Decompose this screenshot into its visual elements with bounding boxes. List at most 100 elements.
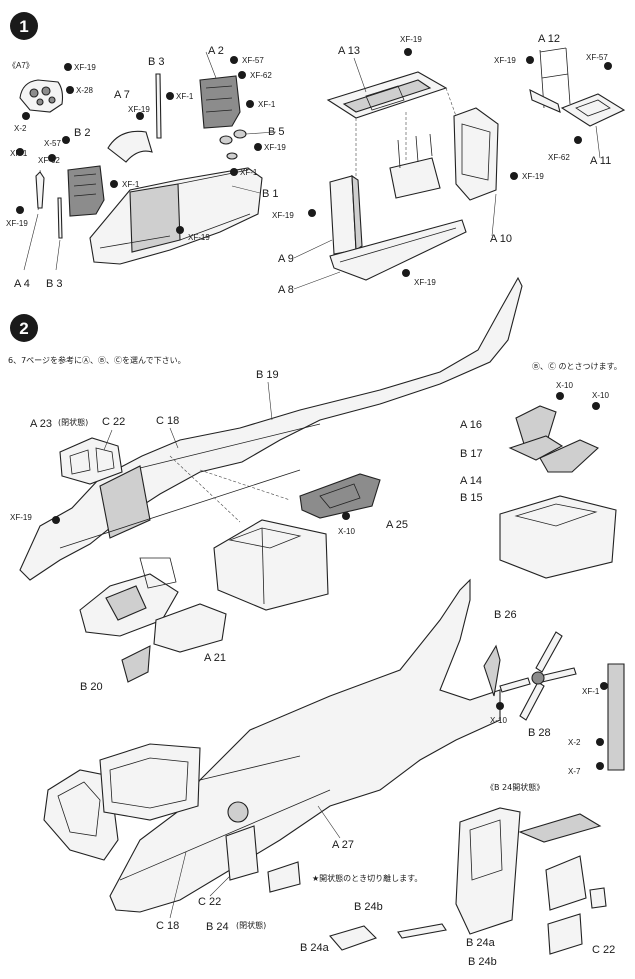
svg-text:X-2: X-2: [568, 738, 581, 747]
step-number-badge: [10, 12, 38, 40]
instrument-panel-inset: [19, 79, 64, 113]
svg-text:B 3: B 3: [46, 278, 63, 290]
svg-text:X-2: X-2: [14, 124, 27, 133]
svg-text:B 19: B 19: [256, 369, 279, 381]
svg-text:C 18: C 18: [156, 415, 179, 427]
step-number: 2: [19, 319, 28, 338]
svg-text:XF-62: XF-62: [38, 156, 60, 165]
inset-label: 《A7》: [8, 61, 34, 70]
engine-deck: [499, 495, 617, 579]
svg-text:X-10: X-10: [490, 716, 507, 725]
svg-text:C 22: C 22: [592, 944, 615, 956]
svg-text:XF-1: XF-1: [258, 100, 276, 109]
svg-text:(閉状態): (閉状態): [58, 417, 88, 427]
svg-text:A 12: A 12: [538, 33, 560, 45]
svg-text:XF-19: XF-19: [10, 513, 32, 522]
seat-base-a11: [560, 93, 626, 127]
cockpit-tub-b1: [89, 167, 263, 265]
svg-text:A 2: A 2: [208, 45, 224, 57]
svg-text:A 8: A 8: [278, 284, 294, 296]
step-2: 2 6、7ページを参考にⒶ、Ⓑ、Ⓒを選んで下さい。 Ⓑ、Ⓒ のとさつけます。 B…: [8, 276, 625, 968]
svg-text:XF-62: XF-62: [250, 71, 272, 80]
frame-a12: [529, 47, 571, 113]
box-a21: [153, 603, 227, 653]
step-2-note: 6、7ページを参考にⒶ、Ⓑ、Ⓒを選んで下さい。: [8, 355, 186, 365]
svg-text:B 20: B 20: [80, 681, 103, 693]
door-b24a: [329, 925, 378, 951]
svg-text:XF-19: XF-19: [272, 211, 294, 220]
svg-text:A 10: A 10: [490, 233, 512, 245]
svg-text:(閉状態): (閉状態): [236, 920, 266, 930]
seat-b2: [67, 165, 105, 217]
svg-text:XF-19: XF-19: [74, 63, 96, 72]
svg-text:B 3: B 3: [148, 56, 165, 68]
rod-b3: [57, 197, 63, 239]
svg-text:XF-19: XF-19: [264, 143, 286, 152]
svg-text:XF-57: XF-57: [242, 56, 264, 65]
cabin-box: [213, 519, 329, 611]
svg-text:A 7: A 7: [114, 89, 130, 101]
rod-b3-top: [155, 73, 162, 139]
svg-text:A 4: A 4: [14, 278, 30, 290]
svg-text:XF-19: XF-19: [188, 233, 210, 242]
svg-text:B 24: B 24: [206, 921, 229, 933]
svg-text:A 27: A 27: [332, 839, 354, 851]
svg-text:XF-1: XF-1: [10, 149, 28, 158]
svg-text:XF-19: XF-19: [6, 219, 28, 228]
svg-text:X-28: X-28: [76, 86, 93, 95]
fuselage-half-b19: [19, 276, 523, 581]
svg-text:B 1: B 1: [262, 188, 279, 200]
svg-text:A 23: A 23: [30, 418, 52, 430]
svg-text:C 18: C 18: [156, 920, 179, 932]
svg-text:B 24a: B 24a: [466, 937, 496, 949]
svg-text:X-10: X-10: [338, 527, 355, 536]
tail-rotor: [499, 631, 577, 721]
svg-text:A 14: A 14: [460, 475, 482, 487]
svg-text:A 11: A 11: [590, 155, 611, 167]
svg-text:A 21: A 21: [204, 652, 226, 664]
tail-fin: [483, 644, 501, 697]
cowl-parts: [508, 405, 599, 473]
panel-shroud-a7: [107, 130, 153, 163]
bc-note: Ⓑ、Ⓒ のとさつけます。: [532, 362, 622, 371]
svg-text:C 22: C 22: [102, 416, 125, 428]
cut-note: ★開状態のとき切り離します。: [312, 873, 422, 883]
step-number: 1: [19, 17, 28, 36]
svg-text:B 17: B 17: [460, 448, 483, 460]
bench-assembly: [326, 71, 499, 281]
svg-text:XF-1: XF-1: [240, 168, 258, 177]
svg-text:X-7: X-7: [568, 767, 581, 776]
svg-text:XF-19: XF-19: [522, 172, 544, 181]
svg-text:C 22: C 22: [198, 896, 221, 908]
svg-text:B 5: B 5: [268, 126, 285, 138]
step-1: 1 《A7》 XF-19 X-28 X-2 X-57 XF-62 XF-1 XF…: [6, 12, 626, 296]
cockpit-floor: [79, 557, 179, 637]
svg-text:XF-57: XF-57: [586, 53, 608, 62]
control-stick-a4: [35, 171, 45, 209]
svg-text:A 9: A 9: [278, 253, 294, 265]
main-fuselage-a27: [43, 578, 501, 913]
svg-text:B 28: B 28: [528, 727, 551, 739]
svg-text:A 13: A 13: [338, 45, 360, 57]
window-a25: [299, 473, 381, 519]
svg-text:A 16: A 16: [460, 419, 482, 431]
svg-text:B 2: B 2: [74, 127, 91, 139]
canopy-a23: [59, 437, 123, 485]
svg-text:XF-19: XF-19: [414, 278, 436, 287]
b24-open-title: 《B 24開状態》: [486, 782, 544, 792]
door-b24-piece: [267, 861, 301, 893]
rotor-shaft: [607, 663, 625, 771]
svg-text:XF-1: XF-1: [176, 92, 194, 101]
svg-text:A 25: A 25: [386, 519, 408, 531]
svg-text:B 24a: B 24a: [300, 942, 330, 954]
svg-text:B 24b: B 24b: [468, 956, 497, 968]
svg-text:XF-1: XF-1: [582, 687, 600, 696]
step-number-badge: [10, 314, 38, 342]
svg-text:B 15: B 15: [460, 492, 483, 504]
part-b20: [121, 645, 151, 683]
svg-text:XF-19: XF-19: [494, 56, 516, 65]
b24-open-inset: [455, 807, 607, 955]
svg-text:B 24b: B 24b: [354, 901, 383, 913]
